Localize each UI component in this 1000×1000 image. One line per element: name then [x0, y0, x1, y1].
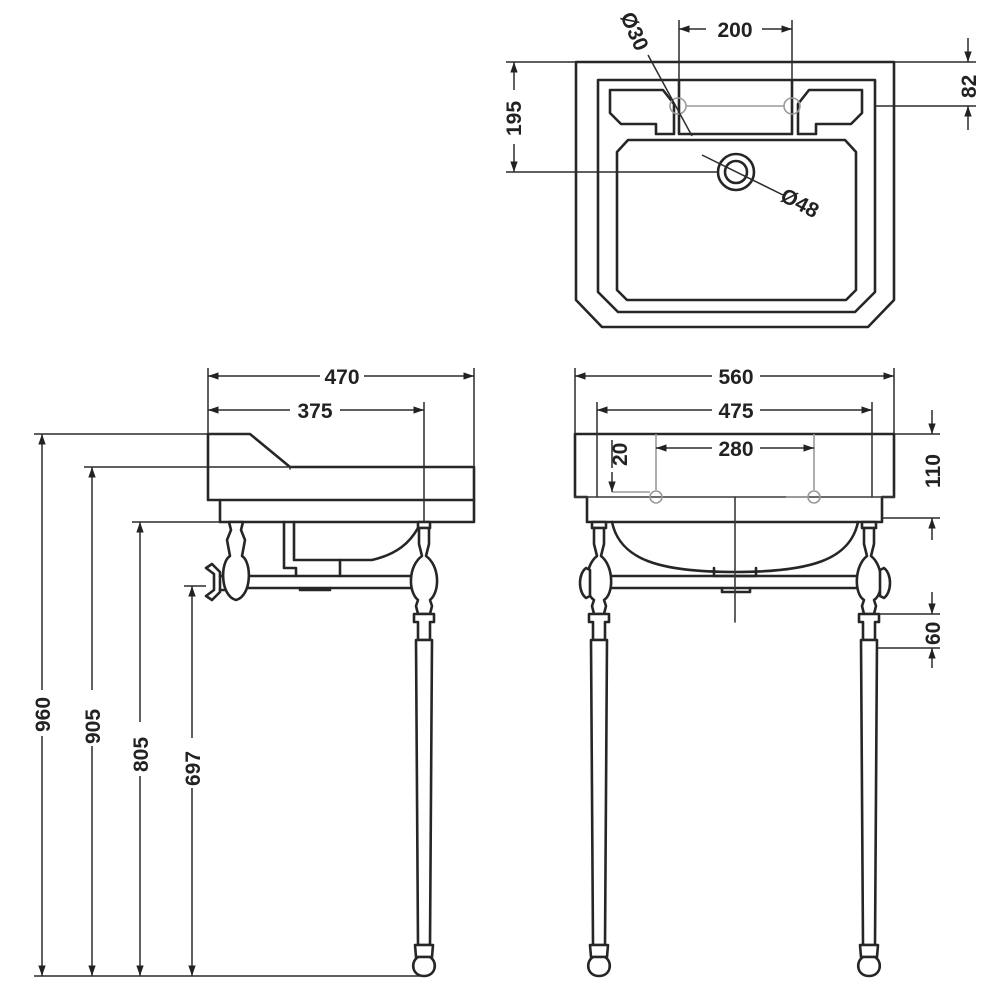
- dim-tap-spacing: 200: [678, 19, 793, 80]
- dim-text-805: 805: [130, 737, 153, 772]
- dim-text-110: 110: [922, 454, 945, 488]
- dim-height-top: 960: [32, 433, 424, 977]
- dim-text-905: 905: [82, 709, 105, 744]
- dim-text-60: 60: [922, 622, 945, 645]
- plan-view: 200 Ø30 Ø48 195 82: [503, 9, 981, 329]
- dim-height-rail: 697: [182, 585, 206, 976]
- dim-text-200: 200: [717, 19, 752, 42]
- dim-tap-centres: 280: [656, 438, 814, 461]
- tap-holes: [669, 97, 801, 115]
- dim-text-475: 475: [718, 400, 753, 423]
- dim-text-82: 82: [958, 75, 981, 98]
- dim-text-280: 280: [718, 438, 753, 461]
- basin-outline-plan: [574, 60, 896, 329]
- dim-text-697: 697: [182, 751, 205, 786]
- rail-front: [598, 496, 872, 623]
- dim-height-underside: 805: [130, 521, 220, 976]
- front-leg-side: [409, 520, 439, 978]
- rail-side: [244, 574, 416, 592]
- dim-rail-offset: 60: [877, 592, 945, 668]
- dim-text-960: 960: [32, 697, 55, 732]
- dim-overall-depth: 470: [207, 366, 475, 467]
- front-view: 560 475 280 20 110: [573, 366, 945, 978]
- dim-text-560: 560: [718, 366, 753, 389]
- dim-inner-width: 475: [596, 400, 873, 434]
- rear-leg: [221, 520, 251, 602]
- dim-depth-to-taps: 82: [875, 38, 981, 130]
- dim-height-rim: 905: [82, 466, 290, 976]
- side-view: 470 375 960 905 805: [32, 366, 476, 978]
- dim-text-195: 195: [503, 101, 526, 136]
- dim-upstand: 20: [608, 440, 632, 492]
- dim-tap-hole-diameter: Ø30: [615, 9, 693, 137]
- dim-text-375: 375: [297, 400, 332, 423]
- dim-basin-height: 110: [882, 410, 945, 540]
- dim-text-d30: Ø30: [615, 9, 652, 55]
- dim-text-d48: Ø48: [777, 184, 823, 223]
- dim-leg-depth: 375: [208, 400, 425, 522]
- left-leg-front: [578, 520, 613, 978]
- dim-overall-width: 560: [574, 366, 895, 434]
- basin-side: [206, 432, 476, 578]
- dim-text-470: 470: [324, 366, 359, 389]
- right-leg-front: [855, 520, 892, 978]
- dim-depth-to-waste: 195: [503, 61, 718, 173]
- dim-text-20: 20: [609, 443, 632, 466]
